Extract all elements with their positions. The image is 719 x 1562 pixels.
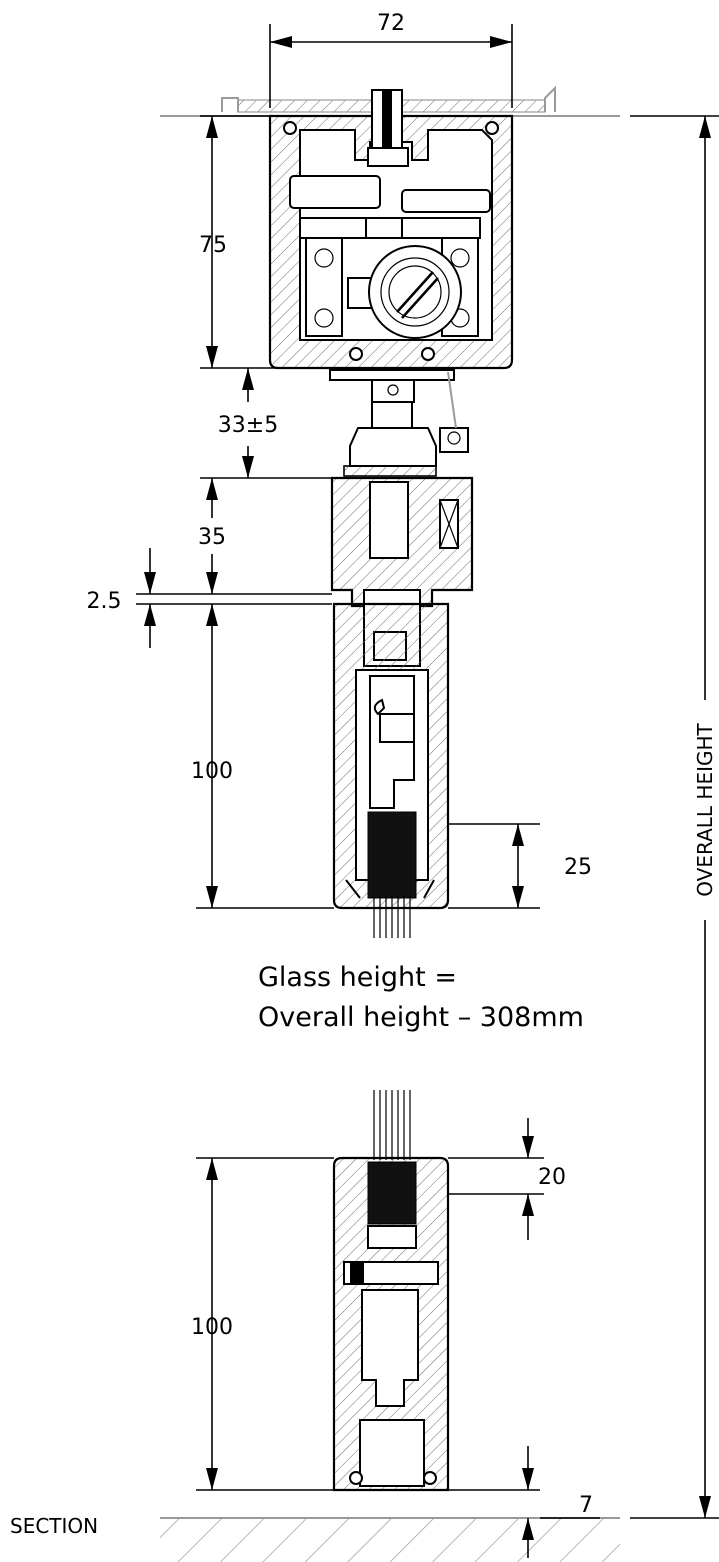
dim-gap-33: 33±5 <box>218 413 278 438</box>
floor <box>160 1517 620 1562</box>
glass-bottom-section <box>373 1090 411 1160</box>
dim-gap-2-5: 2.5 <box>87 589 122 614</box>
overall-height-label: OVERALL HEIGHT <box>693 722 717 896</box>
door-frame-upper <box>332 602 450 910</box>
dim-glass-insert-20: 20 <box>538 1165 566 1190</box>
dim-height-75: 75 <box>199 233 227 258</box>
door-frame-lower <box>332 1156 450 1492</box>
glass-top-section <box>373 896 411 938</box>
carriage-assembly <box>289 175 491 339</box>
dim-width-72: 72 <box>377 11 405 36</box>
hanger-bolt <box>329 369 469 477</box>
dim-height-100-bottom: 100 <box>191 1315 233 1340</box>
dim-glass-insert-25: 25 <box>564 855 592 880</box>
dim-height-100-top: 100 <box>191 759 233 784</box>
section-label: SECTION <box>10 1514 98 1538</box>
glass-height-note-line2: Overall height – 308mm <box>258 1002 584 1033</box>
glass-height-note-line1: Glass height = <box>258 962 457 993</box>
dim-height-35: 35 <box>198 525 226 550</box>
dimension-lines <box>136 24 719 1558</box>
dim-floor-gap-7: 7 <box>579 1493 593 1518</box>
